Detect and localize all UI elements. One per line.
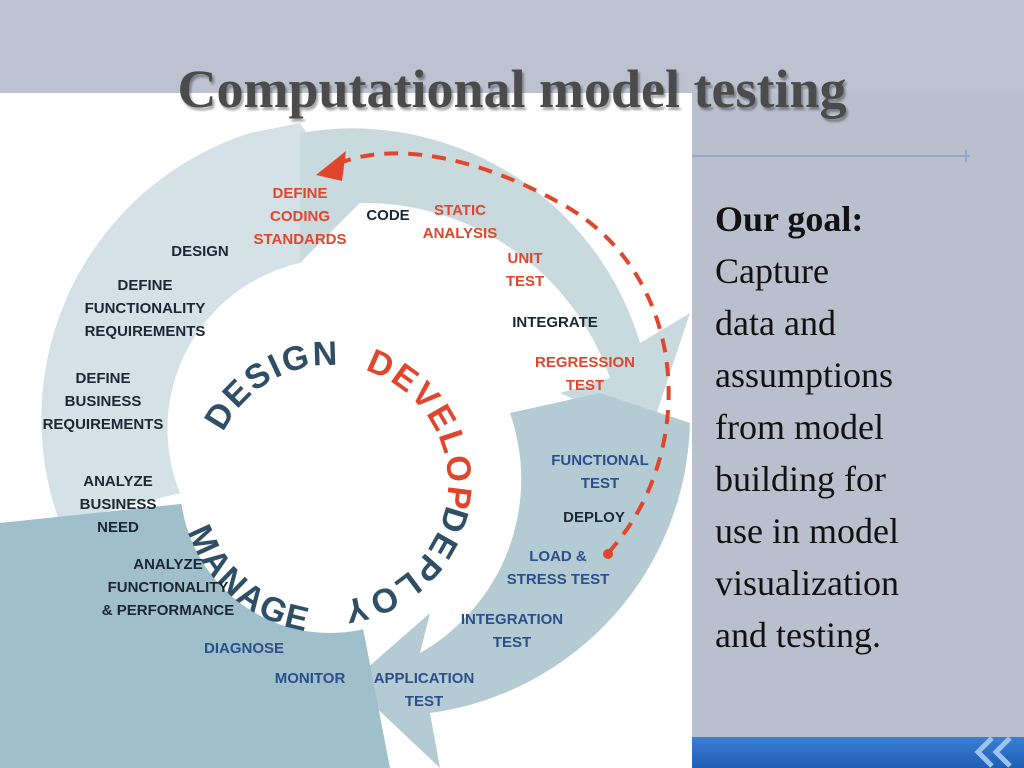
title-divider-end bbox=[965, 150, 975, 162]
step-code: CODE bbox=[366, 207, 409, 224]
step-design-step: DESIGN bbox=[171, 243, 229, 260]
goal-line: from model bbox=[715, 407, 884, 447]
goal-line: visualization bbox=[715, 563, 899, 603]
loop-arrow-origin-dot bbox=[603, 549, 613, 559]
ring-segments bbox=[0, 123, 690, 768]
step-diagnose: DIAGNOSE bbox=[204, 640, 284, 657]
slide-title: Computational model testing bbox=[177, 59, 847, 119]
goal-heading: Our goal: bbox=[715, 199, 864, 239]
inner-hole bbox=[180, 333, 480, 633]
goal-line: use in model bbox=[715, 511, 899, 551]
ring-segment-deploy bbox=[350, 393, 690, 768]
step-load-stress-test: LOAD &STRESS TEST bbox=[507, 548, 610, 588]
step-monitor: MONITOR bbox=[275, 670, 346, 687]
loop-arrow-head bbox=[316, 151, 346, 181]
goal-line: assumptions bbox=[715, 355, 894, 395]
goal-line: Capture bbox=[715, 251, 829, 291]
step-integrate: INTEGRATE bbox=[512, 314, 598, 331]
goal-line: data and bbox=[715, 303, 836, 343]
title-band bbox=[0, 0, 1024, 93]
goal-line: building for bbox=[715, 459, 886, 499]
title-divider bbox=[692, 155, 970, 157]
footer-chevron-icon bbox=[974, 736, 1012, 768]
goal-text-block: Our goal: Capture data and assumptions f… bbox=[715, 193, 1015, 661]
ring-segment-manage bbox=[0, 503, 390, 768]
footer-bar bbox=[692, 737, 1024, 768]
ring-segment-design bbox=[41, 123, 356, 523]
step-deploy-step: DEPLOY bbox=[563, 509, 625, 526]
ring-segment-develop bbox=[300, 128, 690, 433]
goal-line: and testing. bbox=[715, 615, 881, 655]
loop-arrow-dashed bbox=[339, 151, 671, 555]
